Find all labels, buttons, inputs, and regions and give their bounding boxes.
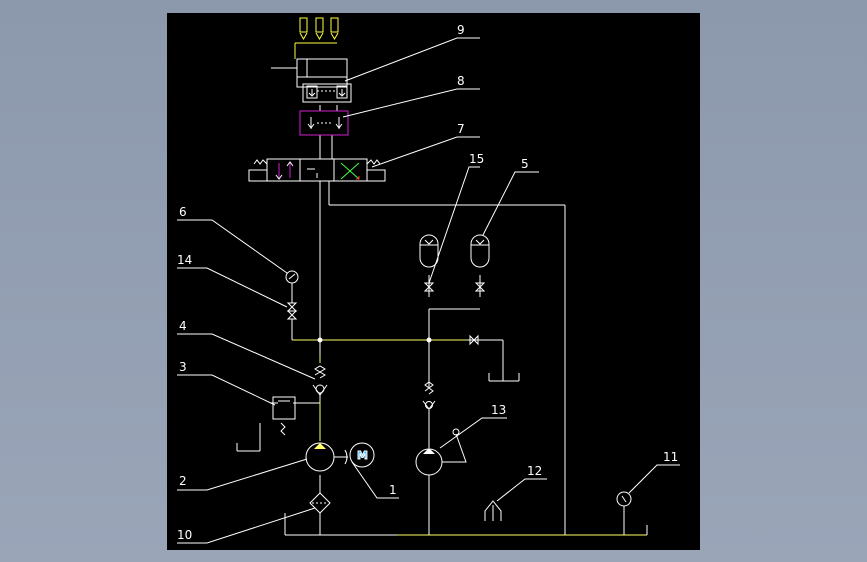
leader-lines (177, 37, 680, 544)
callout-13: 13 (491, 403, 506, 417)
directional-control-valve (248, 158, 386, 182)
return-lines (236, 105, 648, 536)
accumulator-15 (419, 234, 439, 292)
air-breather (484, 500, 502, 521)
check-valve (312, 365, 328, 396)
callout-5: 5 (521, 157, 529, 171)
callout-3: 3 (179, 360, 187, 374)
pilot-check-valve-block (299, 110, 349, 136)
hand-pump (415, 428, 467, 476)
callout-14: 14 (177, 253, 192, 267)
accumulator-5 (470, 234, 490, 292)
pump (305, 442, 348, 472)
pressure-gauge (285, 270, 299, 284)
callout-2: 2 (179, 474, 187, 488)
callout-4: 4 (179, 319, 187, 333)
callout-8: 8 (457, 74, 465, 88)
gauge-shutoff-valve (286, 302, 298, 320)
callout-9: 9 (457, 23, 465, 37)
junction-dot (426, 337, 432, 343)
load-weights (294, 17, 339, 59)
callout-7: 7 (457, 122, 465, 136)
hydraulic-schematic: M (177, 17, 680, 544)
motor-symbol: M (357, 449, 368, 462)
hand-pump-check-valve (422, 381, 436, 410)
callout-1: 1 (389, 483, 397, 497)
callout-6: 6 (179, 205, 187, 219)
filter (309, 492, 331, 514)
callout-labels: 9 8 7 15 5 6 14 4 3 2 1 10 13 12 11 (177, 23, 678, 542)
callout-10: 10 (177, 528, 192, 542)
callout-15: 15 (469, 152, 484, 166)
callout-12: 12 (527, 464, 542, 478)
cad-viewport[interactable]: M (167, 13, 700, 550)
relief-valve (270, 396, 296, 436)
junction-dot (317, 337, 323, 343)
callout-11: 11 (663, 450, 678, 464)
junction-dots (317, 337, 432, 343)
level-gauge (616, 491, 632, 535)
electric-motor: M (349, 442, 375, 468)
drain-valve (469, 334, 479, 346)
hydraulic-lock (302, 83, 352, 103)
pressure-lines (292, 339, 647, 536)
hydraulic-cylinder (271, 17, 348, 88)
pipes (236, 105, 648, 536)
